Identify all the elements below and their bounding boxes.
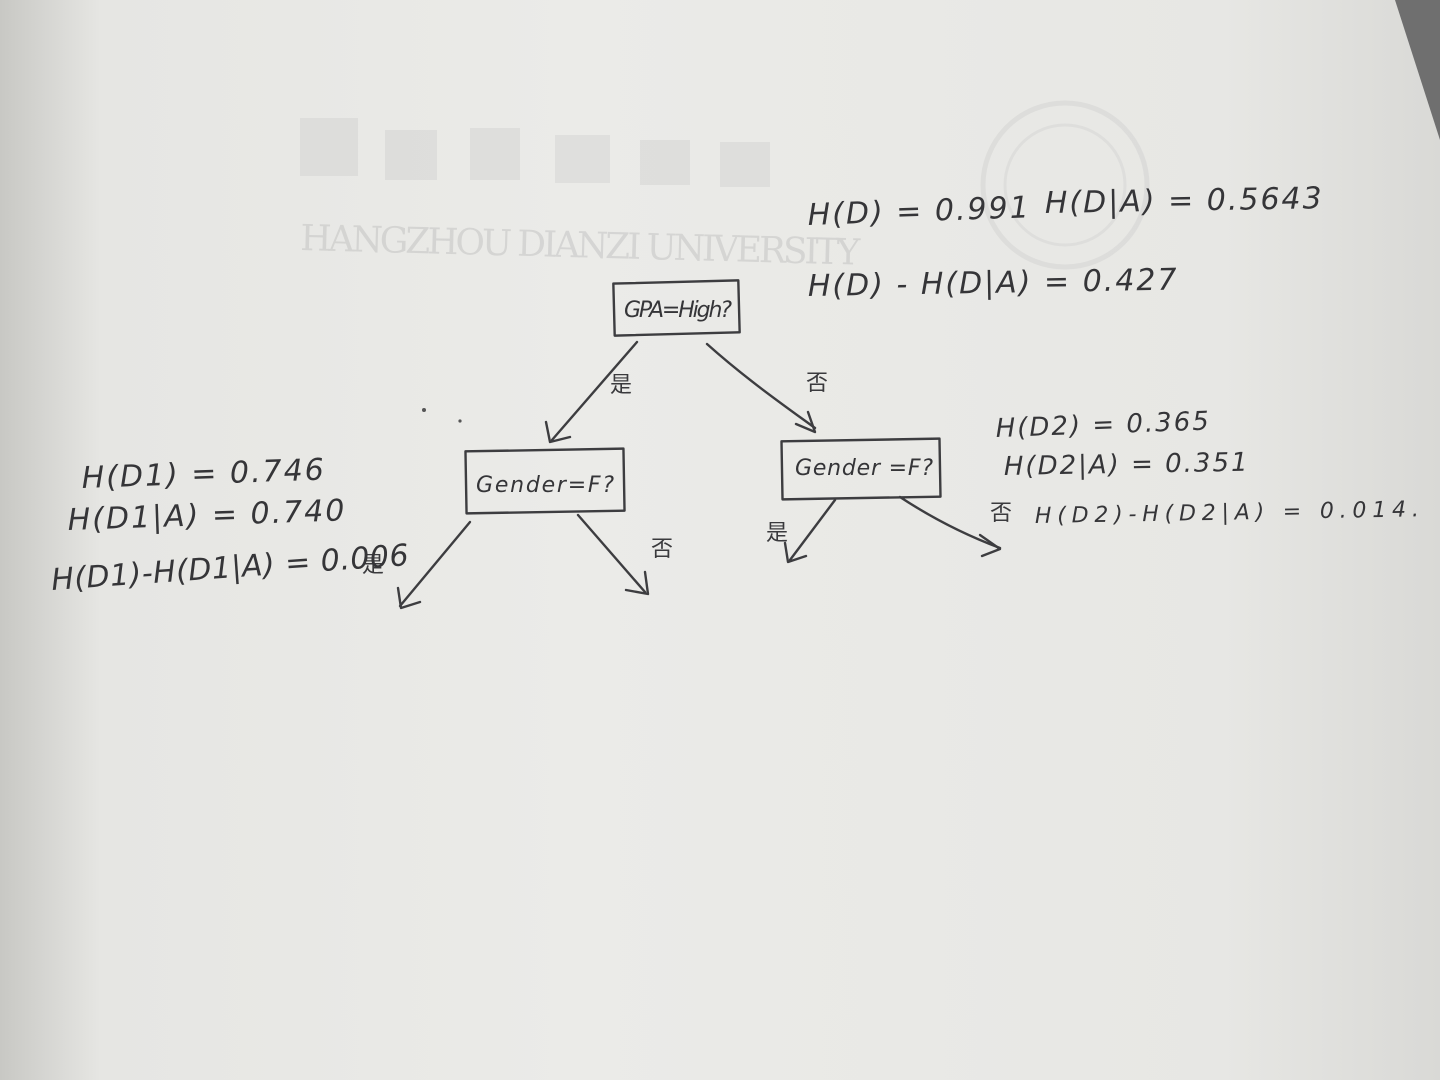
formula-right-information-gain: H(D2)-H(D2|A) = 0.014. bbox=[1035, 497, 1420, 529]
left-no-edge bbox=[576, 513, 650, 596]
stray-mark bbox=[422, 408, 426, 412]
formula-left-information-gain: H(D1)-H(D1|A) = 0.006 bbox=[50, 538, 412, 598]
right-child-node-label: Gender =F? bbox=[795, 456, 933, 481]
formula-left-entropy: H(D1) = 0.746 bbox=[81, 452, 326, 496]
left-yes-edge bbox=[396, 520, 472, 610]
root-node: GPA=High? bbox=[612, 279, 741, 337]
right-yes-edge bbox=[783, 498, 837, 564]
left-child-node-label: Gender=F? bbox=[476, 473, 614, 498]
watermark-characters bbox=[300, 118, 770, 187]
right-no-label: 否 bbox=[990, 501, 1012, 526]
formula-right-entropy: H(D2) = 0.365 bbox=[995, 407, 1211, 444]
root-no-edge bbox=[705, 342, 817, 434]
root-yes-label: 是 bbox=[610, 373, 632, 398]
formula-left-conditional-entropy: H(D1|A) = 0.740 bbox=[67, 493, 347, 538]
desk-corner bbox=[1395, 0, 1440, 140]
watermark-seal bbox=[980, 100, 1150, 270]
formula-root-information-gain: H(D) - H(D|A) = 0.427 bbox=[808, 263, 1179, 304]
stray-mark bbox=[458, 419, 462, 423]
right-no-edge bbox=[898, 495, 1002, 558]
formula-root-conditional-entropy: H(D|A) = 0.5643 bbox=[1045, 181, 1324, 221]
watermark-english-text: HANGZHOU DIANZI UNIVERSITY bbox=[300, 218, 862, 274]
root-yes-edge bbox=[544, 340, 639, 444]
formula-root-entropy: H(D) = 0.991 bbox=[807, 190, 1031, 233]
formula-right-conditional-entropy: H(D2|A) = 0.351 bbox=[1004, 448, 1250, 482]
left-no-label: 否 bbox=[651, 537, 673, 562]
left-yes-label: 是 bbox=[362, 553, 384, 578]
left-child-node: Gender=F? bbox=[464, 447, 626, 515]
root-node-label: GPA=High? bbox=[624, 298, 732, 323]
right-yes-label: 是 bbox=[766, 521, 788, 546]
right-child-node: Gender =F? bbox=[780, 437, 942, 501]
root-no-label: 否 bbox=[806, 371, 828, 396]
